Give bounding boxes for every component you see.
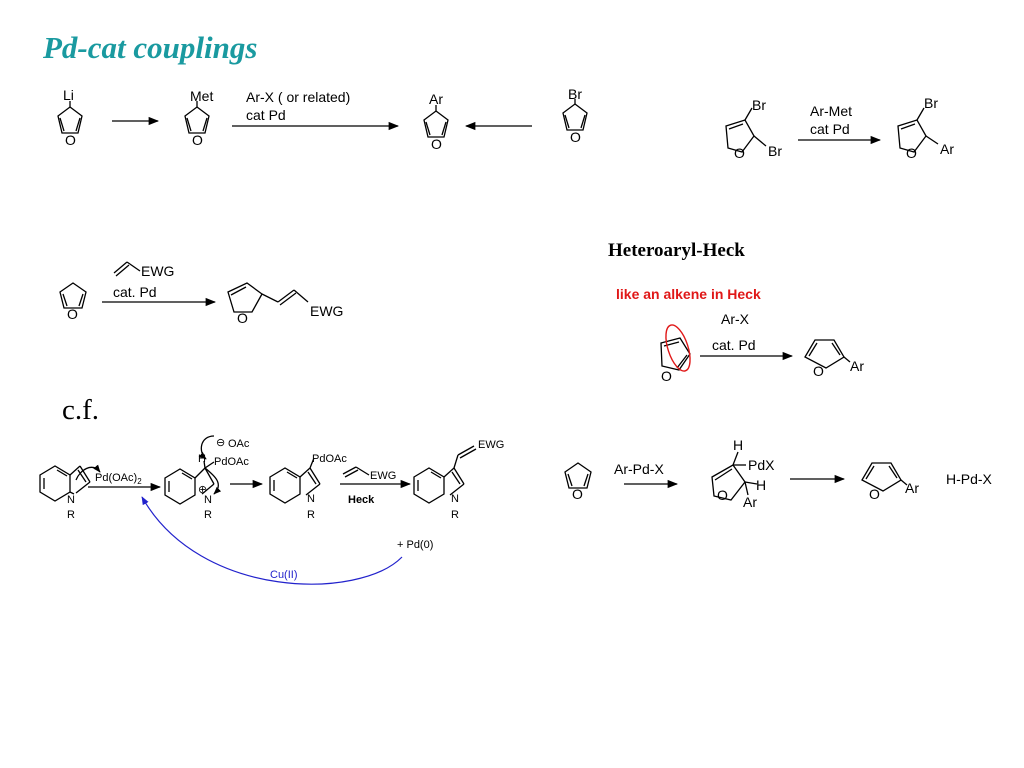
furan-2-alkenyl-ewg: O EWG [227,282,343,326]
cu-label: Cu(II) [270,569,298,581]
pd0-label: + Pd(0) [397,539,433,551]
o-label: O [237,310,248,326]
curved-arrow-rearomatization [204,467,222,495]
ewg-label: EWG [141,263,174,279]
ewg-alkene: EWG [113,261,174,279]
o-label: O [906,145,917,161]
furan-2-aryl: O Ar [804,339,864,379]
heck-arrow-group: EWG Heck [340,466,412,506]
furan-3-aryl: Ar O [423,91,449,152]
ar-label: Ar [850,358,864,374]
dihydrofuran-pd-intermediate: H PdX H Ar O [711,437,775,510]
o-label: O [734,145,745,161]
indolium-intermediate: H PdOAc ⊖ OAc ⊕ N R [164,435,250,521]
r-label: R [307,509,315,521]
n-label: N [451,493,459,505]
o-label: O [869,486,880,502]
met-label: Met [190,88,213,104]
byproduct-label: H-Pd-X [946,471,993,487]
indole-start: N R [39,464,101,521]
o-label: O [65,132,76,148]
o-label: O [661,368,672,384]
curved-arrow-deprotonation [198,435,215,460]
r-label: R [451,509,459,521]
furan-3-metal: Met O [184,88,213,148]
arrow-top-label: Ar-X ( or related) [246,89,350,105]
copper-reoxidation-arc [141,496,403,585]
furan-heck-substrate: O [660,324,691,384]
o-label: O [67,306,78,322]
r-label: R [204,509,212,521]
o-label: O [192,132,203,148]
ewg-label: EWG [478,439,504,451]
furan-3-bromo-2-aryl: Br Ar O [897,95,954,161]
br-label: Br [752,97,766,113]
ewg-label: EWG [310,303,343,319]
alkene-note: like an alkene in Heck [616,286,761,302]
li-label: Li [63,87,74,103]
br-label: Br [568,86,582,102]
h-label: H [733,437,743,453]
furan-3-bromo: Br O [562,86,588,145]
br-label: Br [768,143,782,159]
h-label: H [756,477,766,493]
arrow-bottom-label: cat Pd [810,121,850,137]
n-label: N [204,494,212,506]
ar-label: Ar [940,141,954,157]
arrow-bottom-label: cat Pd [246,107,286,123]
section-heading-heteroaryl-heck: Heteroaryl-Heck [608,240,745,261]
o-label: O [570,129,581,145]
reagent-label: Pd(OAc)2 [95,472,142,486]
ominus-label: ⊖ [216,437,225,449]
ar-label: Ar [429,91,443,107]
pdoac-label: PdOAc [214,456,249,468]
n-label: N [67,494,75,506]
furan-2-aryl-product: O Ar [861,462,919,502]
o-label: O [572,486,583,502]
ar-label: Ar [743,494,757,510]
arrow-top-label: Ar-Met [810,103,852,119]
ewg-label: EWG [370,470,396,482]
arrow-top-label: Ar-X [721,311,750,327]
indole-3-alkenyl-ewg: EWG N R [413,439,504,521]
furan-mechanism-start: O [564,462,592,502]
oac-label: OAc [228,438,250,450]
r-label: R [67,509,75,521]
br-label: Br [924,95,938,111]
plus-label: ⊕ [198,484,207,496]
heck-label: Heck [348,494,375,506]
page-title: Pd-cat couplings [43,30,258,65]
arrow-bottom-label: cat. Pd [712,337,756,353]
arrow-bottom-label: cat. Pd [113,284,157,300]
alkene-highlight-ellipse [665,324,691,372]
curved-arrow-attack [75,464,101,481]
ar-label: Ar [905,480,919,496]
o-label: O [431,136,442,152]
furan-2-3-dibromo: Br Br O [725,97,782,161]
furan-3-lithio: Li O [57,87,83,148]
n-label: N [307,493,315,505]
indole-3-pdoac: PdOAc N R [269,453,347,521]
cf-label: c.f. [62,394,100,426]
furan: O [59,282,87,322]
arrow-top-label: Ar-Pd-X [614,461,664,477]
pdx-label: PdX [748,457,775,473]
o-label: O [813,363,824,379]
o-label: O [717,487,728,503]
pdoac-label: PdOAc [312,453,347,465]
